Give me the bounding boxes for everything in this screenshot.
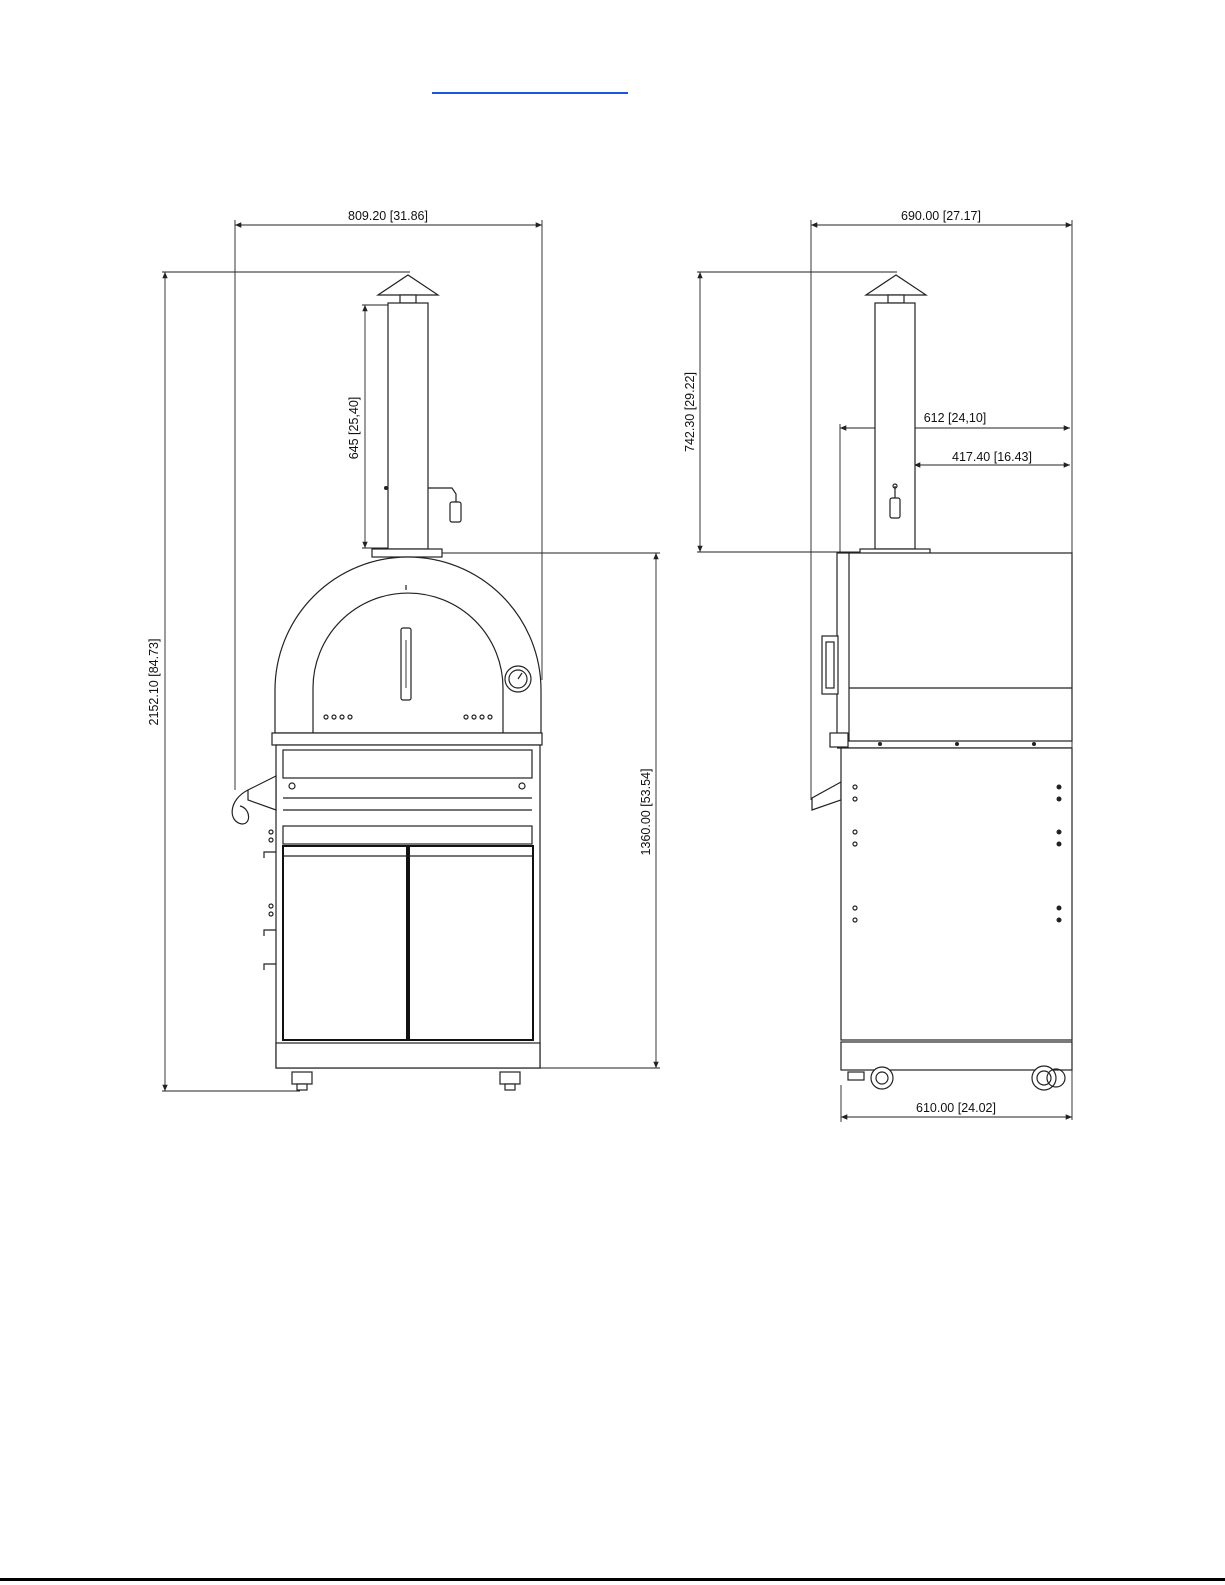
front-chimney-pipe [388, 303, 428, 549]
side-base-label: 610.00 [24.02] [916, 1101, 996, 1115]
front-side-loop [232, 790, 248, 824]
front-chimney-cap-neck [400, 295, 416, 303]
side-width-label: 690.00 [27.17] [901, 209, 981, 223]
front-plinth [276, 1043, 540, 1068]
side-foot [848, 1072, 864, 1080]
front-width-label: 809.20 [31.86] [348, 209, 428, 223]
side-chimney-cap [866, 275, 926, 295]
front-foot-left [292, 1072, 312, 1084]
front-side-bracket [248, 776, 276, 810]
front-chimney-label: 645 [25,40] [347, 397, 361, 460]
front-foot-right [500, 1072, 520, 1084]
side-chimney-label: 742.30 [29.22] [683, 372, 697, 452]
side-view: 690.00 [27.17] 742.30 [29.22] 612 [24,10… [683, 209, 1072, 1122]
side-door-handle [822, 636, 838, 694]
front-chimney-collar [372, 549, 442, 557]
front-chimney-cap [378, 275, 438, 295]
front-height-label: 2152.10 [84.73] [147, 639, 161, 726]
side-plinth [841, 1042, 1072, 1070]
front-base-label: 1360.00 [53.54] [639, 769, 653, 856]
front-view: 809.20 [31.86] 2152.10 [84.73] 645 [25,4… [147, 209, 660, 1091]
side-depth-b-label: 417.40 [16.43] [952, 450, 1032, 464]
side-wheel-front [871, 1067, 893, 1089]
side-oven-body [848, 553, 1072, 741]
front-damper-handle [450, 502, 461, 522]
side-damper-handle [890, 498, 900, 518]
side-bracket [812, 782, 841, 810]
front-countertop [272, 733, 542, 745]
side-depth-a-label: 612 [24,10] [924, 411, 987, 425]
footer-rule [0, 1578, 1225, 1581]
side-cabinet [841, 748, 1072, 1040]
front-damper-rod [428, 488, 456, 502]
